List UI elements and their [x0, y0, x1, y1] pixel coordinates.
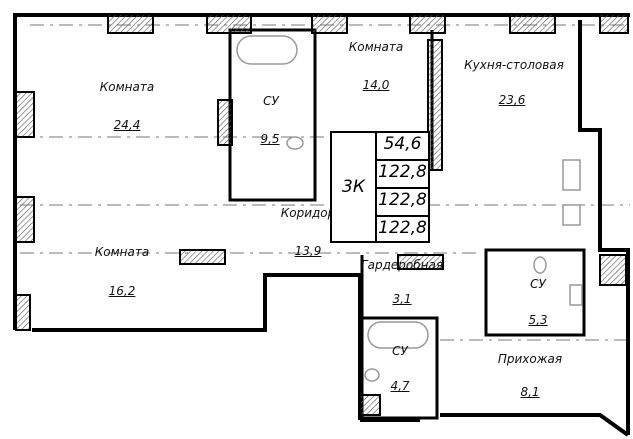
- hatched-walls: [15, 13, 629, 416]
- toilet-icon: [533, 256, 547, 274]
- bathtub-icon: [236, 35, 298, 65]
- room-name: Комната: [348, 40, 404, 54]
- total-area: 122,8: [377, 189, 428, 217]
- room-name: Гардеробная: [360, 258, 444, 272]
- apartment-stamp: 3К 54,6 122,8 122,8 122,8: [330, 131, 430, 243]
- room-area: 24,4: [113, 118, 141, 132]
- room-name: Комната: [99, 80, 155, 94]
- room-area: 23,6: [498, 93, 526, 107]
- room-area: 8,1: [520, 385, 540, 399]
- room-area: 16,2: [108, 284, 136, 298]
- room-name: СУ: [392, 344, 408, 358]
- room-name: Комната: [94, 245, 150, 259]
- fixtures: [236, 35, 583, 382]
- room-area: 9,5: [260, 132, 280, 146]
- room-name: Прихожая: [497, 352, 563, 366]
- living-area: 54,6: [377, 133, 428, 161]
- sink-icon: [562, 204, 581, 226]
- room-name: СУ: [530, 277, 546, 291]
- toilet-icon: [286, 136, 304, 150]
- toilet-icon: [364, 368, 380, 382]
- room-name: Кухня-столовая: [464, 58, 564, 72]
- room-area: 14,0: [362, 78, 390, 92]
- room-area: 13,9: [294, 244, 322, 258]
- total-area: 122,8: [378, 218, 427, 238]
- stove-icon: [562, 159, 581, 191]
- room-area: 3,1: [392, 292, 412, 306]
- apartment-type: 3К: [332, 133, 377, 241]
- room-name: Коридор: [280, 206, 336, 220]
- bathtub-icon: [367, 321, 429, 349]
- walls: [13, 13, 630, 437]
- total-area: 122,8: [377, 161, 428, 189]
- room-name: СУ: [263, 94, 279, 108]
- room-area: 5,3: [528, 313, 548, 327]
- sink-icon: [569, 284, 583, 306]
- room-area: 4,7: [390, 379, 410, 393]
